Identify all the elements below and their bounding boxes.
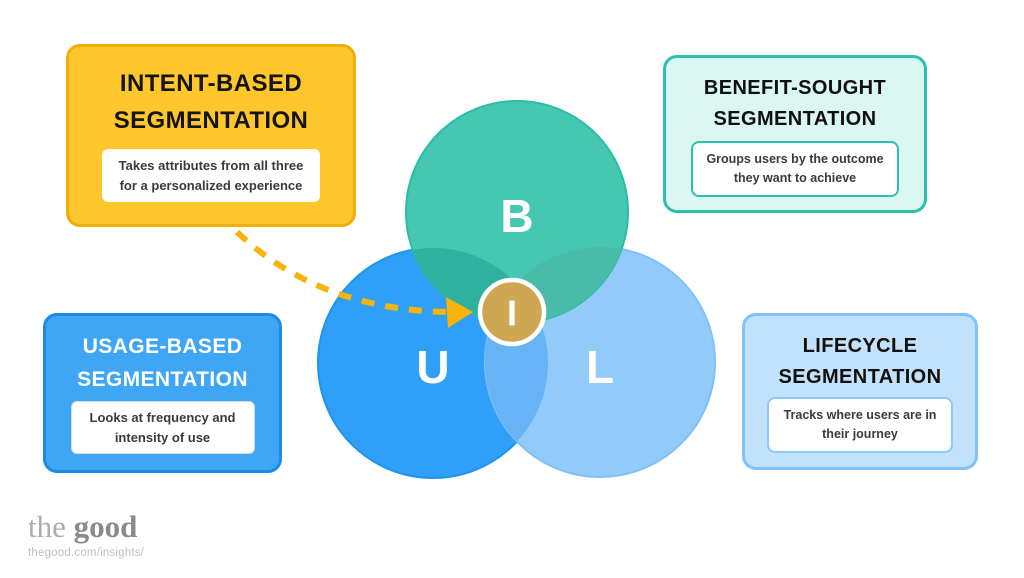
footer: the good thegood.com/insights/ (28, 509, 145, 560)
benefit-description-line1: Groups users by the outcome (706, 152, 884, 167)
intent-description-line1: Takes attributes from all three (118, 158, 304, 173)
lifecycle-description-card: Tracks where users are in their journey (767, 397, 953, 453)
intent-title-line2: SEGMENTATION (113, 107, 309, 135)
circle-label-lifecycle: L (586, 341, 614, 393)
site-url: thegood.com/insights/ (28, 547, 145, 560)
benefit-lifecycle-overlap (485, 247, 628, 323)
circle-label-usage: U (416, 341, 449, 393)
intent-description-card: Takes attributes from all three for a pe… (102, 149, 320, 202)
lifecycle-description-line1: Tracks where users are in (783, 408, 937, 423)
circle-label-benefit: B (500, 190, 533, 242)
lifecycle-callout: LIFECYCLE SEGMENTATION Tracks where user… (742, 313, 978, 470)
benefit-usage-overlap (406, 248, 548, 323)
benefit-title-line1: BENEFIT-SOUGHT (703, 77, 887, 99)
intent-title-line1: INTENT-BASED (119, 70, 303, 97)
center-badge-letter: I (507, 293, 517, 334)
usage-description-card: Looks at frequency and intensity of use (70, 401, 255, 454)
lifecycle-description-line2: their journey (822, 427, 898, 441)
intent-arrow-dashed-line (234, 229, 447, 315)
benefit-description-line2: they want to achieve (733, 171, 857, 185)
usage-based-callout: USAGE-BASED SEGMENTATION Looks at freque… (43, 313, 282, 473)
usage-title: USAGE-BASED SEGMENTATION (46, 316, 279, 396)
intent-based-callout: INTENT-BASED SEGMENTATION Takes attribut… (66, 44, 356, 227)
usage-title-line1: USAGE-BASED (82, 335, 243, 358)
intent-title: INTENT-BASED SEGMENTATION (69, 47, 353, 139)
lifecycle-title-line1: LIFECYCLE (802, 335, 918, 357)
intent-center-badge (477, 277, 547, 347)
benefit-title: BENEFIT-SOUGHT SEGMENTATION (666, 58, 924, 135)
benefit-description-card: Groups users by the outcome they want to… (691, 141, 899, 197)
lifecycle-title-line2: SEGMENTATION (778, 366, 942, 388)
lifecycle-title: LIFECYCLE SEGMENTATION (745, 316, 975, 393)
intent-description-line2: for a personalized experience (119, 177, 303, 193)
logo-the: the (28, 509, 66, 544)
usage-description-line1: Looks at frequency and (89, 410, 236, 425)
benefit-sought-callout: BENEFIT-SOUGHT SEGMENTATION Groups users… (663, 55, 927, 213)
logo-good: good (73, 509, 138, 544)
usage-description-line2: intensity of use (114, 429, 211, 445)
intent-arrow-head-icon (446, 297, 473, 328)
thegood-logo: the good (28, 509, 144, 544)
usage-title-line2: SEGMENTATION (77, 367, 248, 391)
benefit-title-line2: SEGMENTATION (713, 108, 877, 130)
